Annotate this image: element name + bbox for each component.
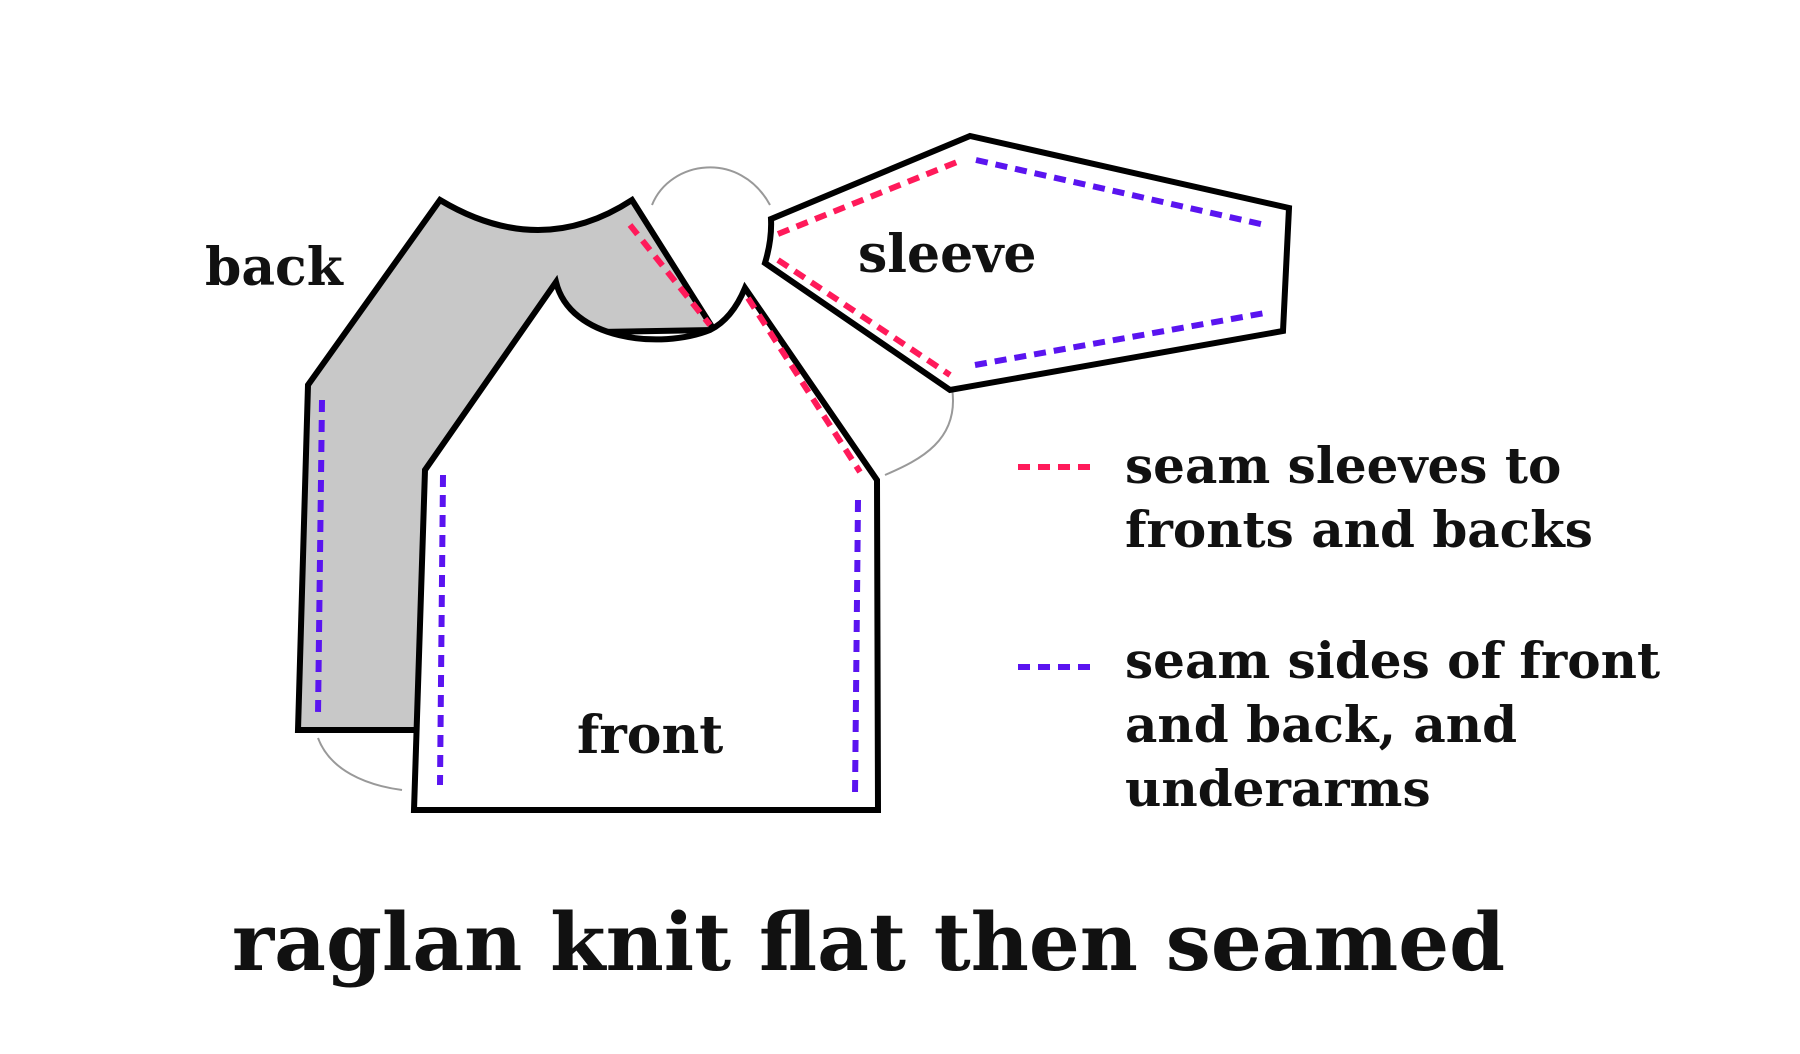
sleeve-underarm-seam-top bbox=[975, 157, 1266, 228]
legend-sleeve-seam-line1: seam sleeves to bbox=[1125, 436, 1561, 495]
legend-sleeve-seam-line2: fronts and backs bbox=[1125, 500, 1593, 559]
sleeve-raglan-seam-top bbox=[776, 157, 964, 237]
sleeve-label: sleeve bbox=[858, 224, 1037, 285]
legend-side-seam-line1: seam sides of front bbox=[1125, 631, 1660, 690]
diagram-title: raglan knit flat then seamed bbox=[232, 895, 1505, 989]
legend-side-seam-line2: and back, and bbox=[1125, 695, 1517, 754]
sleeve-raglan-seam-bottom bbox=[776, 257, 952, 378]
back-label: back bbox=[205, 237, 344, 298]
legend: seam sleeves to fronts and backs seam si… bbox=[1018, 436, 1660, 818]
sleeve-underarm-seam-bottom bbox=[974, 310, 1266, 368]
front-raglan-seam bbox=[745, 296, 863, 474]
connector-back-front-hem bbox=[317, 737, 403, 791]
front-label: front bbox=[577, 705, 723, 766]
front-piece bbox=[410, 274, 882, 813]
front-right-side-seam bbox=[852, 499, 861, 796]
back-side-seam bbox=[315, 399, 325, 716]
back-raglan-seam bbox=[627, 223, 713, 327]
connector-back-sleeve-top bbox=[651, 166, 771, 206]
legend-side-seam-line3: underarms bbox=[1125, 759, 1431, 818]
connector-sleeve-front bbox=[884, 387, 955, 476]
front-left-side-seam bbox=[437, 474, 446, 786]
